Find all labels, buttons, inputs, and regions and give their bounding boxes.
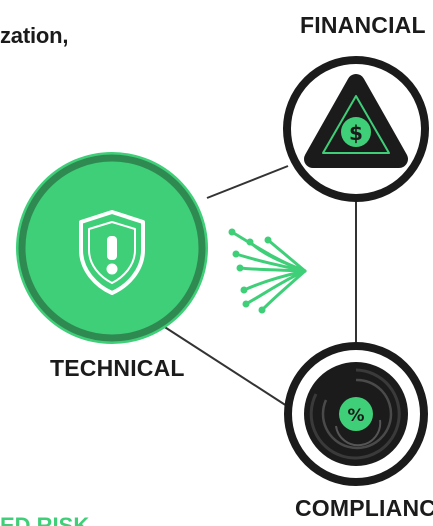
heading-fragment: zation, bbox=[0, 23, 69, 48]
percent-target-icon: % bbox=[304, 362, 408, 466]
shield-alert-icon bbox=[79, 210, 145, 295]
dollar-warning-icon: $ bbox=[304, 74, 408, 168]
svg-text:%: % bbox=[347, 406, 364, 426]
financial-label: FINANCIAL bbox=[300, 12, 426, 38]
swoosh-icon bbox=[228, 228, 307, 314]
connector-technical-compliance bbox=[159, 323, 291, 409]
connectors bbox=[159, 165, 357, 409]
svg-text:$: $ bbox=[349, 121, 363, 145]
technical-node bbox=[16, 152, 208, 344]
caption-fragment: ED RISK bbox=[0, 513, 90, 526]
compliance-node: % bbox=[284, 342, 428, 486]
connector-technical-financial bbox=[206, 165, 289, 199]
financial-node: $ bbox=[283, 56, 429, 202]
technical-label: TECHNICAL bbox=[50, 355, 185, 381]
